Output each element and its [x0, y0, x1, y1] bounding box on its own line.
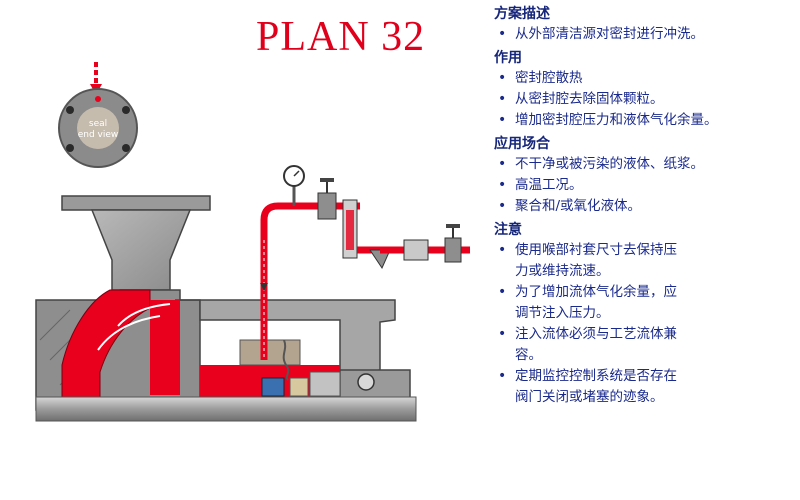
shaft [35, 396, 417, 422]
list-item-line: 阀门关闭或堵塞的迹象。 [515, 389, 664, 405]
plan32-diagram: seal end view [35, 62, 470, 422]
section-function: 作用 密封腔散热 从密封腔去除固体颗粒。 增加密封腔压力和液体气化余量。 [488, 48, 800, 131]
section-applications: 应用场合 不干净或被污染的液体、纸浆。 高温工况。 聚合和/或氧化液体。 [488, 134, 800, 217]
info-panel: 方案描述 从外部清洁源对密封进行冲洗。 作用 密封腔散热 从密封腔去除固体颗粒。… [488, 0, 800, 500]
seal-label-2: end view [78, 130, 119, 140]
list-item-line: 容。 [515, 347, 542, 363]
impeller [61, 289, 180, 411]
list-item: 从密封腔去除固体颗粒。 [488, 89, 800, 110]
seal-chamber [200, 339, 341, 397]
list-item-line: 使用喉部衬套尺寸去保持压 [515, 242, 677, 258]
list-item: 高温工况。 [488, 175, 800, 196]
bolt-icon [66, 106, 74, 114]
section-heading: 应用场合 [494, 136, 550, 152]
list-item-line: 调节注入压力。 [515, 305, 610, 321]
valve-icon [317, 192, 337, 220]
section-heading: 作用 [494, 50, 522, 66]
page-title: PLAN 32 [256, 14, 426, 60]
section-heading: 方案描述 [494, 6, 550, 22]
seal-end-view: seal end view [58, 88, 138, 168]
list-item-line: 定期监控控制系统是否存在 [515, 368, 677, 384]
list-item-line: 注入流体必须与工艺流体兼 [515, 326, 677, 342]
list-item: 增加密封腔压力和液体气化余量。 [488, 110, 800, 131]
list-item: 密封腔散热 [488, 68, 800, 89]
spring-icon [282, 339, 290, 381]
list-item: 不干净或被污染的液体、纸浆。 [488, 154, 800, 175]
flush-piping [260, 165, 470, 360]
inlet-valve-icon [444, 237, 462, 263]
bolt-icon [122, 106, 130, 114]
list-item-line: 为了增加流体气化余量，应 [515, 284, 677, 300]
list-item: 从外部清洁源对密封进行冲洗。 [488, 24, 800, 45]
check-valve-icon [403, 239, 429, 261]
bolt-icon [66, 144, 74, 152]
section-description: 方案描述 从外部清洁源对密封进行冲洗。 [488, 4, 800, 45]
section-heading: 注意 [494, 222, 522, 238]
list-item: 聚合和/或氧化液体。 [488, 196, 800, 217]
seal-label-1: seal [89, 119, 107, 129]
list-item-line: 力或维持流速。 [515, 263, 610, 279]
bolt-icon [122, 144, 130, 152]
seal-face [261, 377, 285, 397]
